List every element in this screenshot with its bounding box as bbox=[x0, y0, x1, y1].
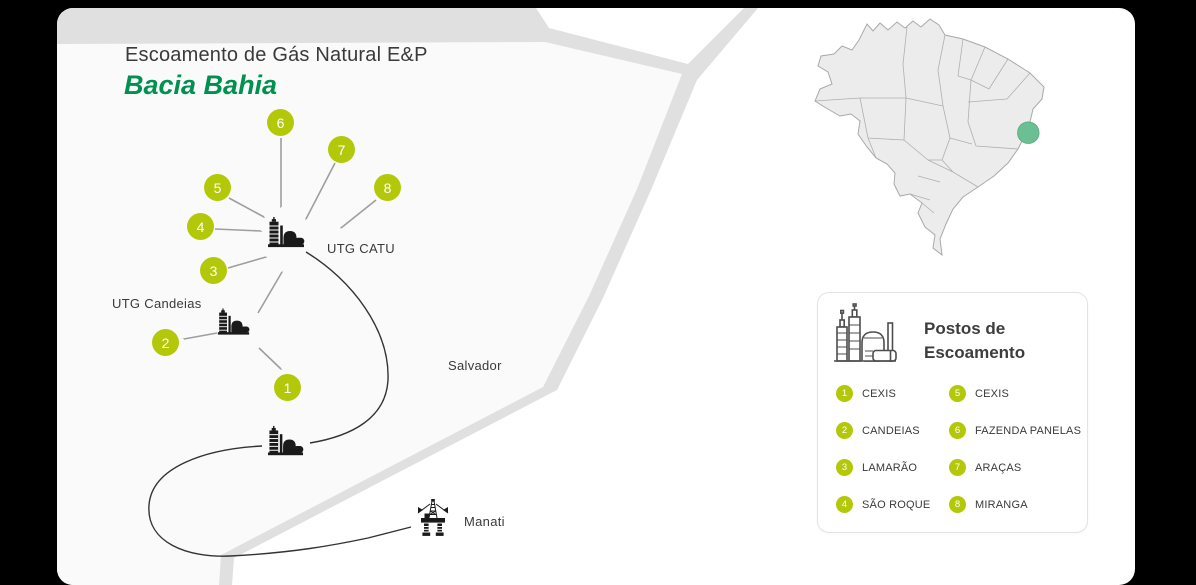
label-utg-catu: UTG CATU bbox=[327, 241, 395, 256]
station-number: 1 bbox=[283, 379, 292, 396]
station-number: 4 bbox=[196, 218, 205, 235]
station-marker-8: 8 bbox=[374, 174, 401, 201]
station-number: 2 bbox=[161, 334, 170, 351]
station-number: 8 bbox=[383, 179, 392, 196]
legend-item-3: 3 LAMARÃO bbox=[836, 449, 949, 486]
legend-item-label: ARAÇAS bbox=[975, 461, 1022, 474]
station-number: 5 bbox=[213, 179, 222, 196]
legend-item-label: CEXIS bbox=[975, 387, 1010, 400]
coast-band bbox=[57, 8, 758, 585]
flow-arrows bbox=[184, 138, 377, 369]
legend-item-label: SÃO ROQUE bbox=[862, 498, 931, 511]
bacia-bahia-marker bbox=[1017, 121, 1040, 144]
legend-item-label: MIRANGA bbox=[975, 498, 1028, 511]
legend-item-6: 6 FAZENDA PANELAS bbox=[949, 412, 1081, 449]
legend-item-number: 5 bbox=[949, 385, 966, 402]
label-utg-candeias: UTG Candeias bbox=[112, 296, 202, 311]
legend-item-number: 1 bbox=[836, 385, 853, 402]
gas-plant-icon-south-station bbox=[267, 425, 304, 456]
legend-item-5: 5 CEXIS bbox=[949, 375, 1081, 412]
station-number: 7 bbox=[337, 141, 346, 158]
station-marker-3: 3 bbox=[200, 257, 227, 284]
station-number: 6 bbox=[276, 114, 285, 131]
brazil-inset-map bbox=[814, 18, 1045, 257]
legend-item-number: 7 bbox=[949, 459, 966, 476]
map-card: Escoamento de Gás Natural E&P Bacia Bahi… bbox=[57, 8, 1135, 585]
legend-item-4: 4 SÃO ROQUE bbox=[836, 486, 949, 523]
legend-item-7: 7 ARAÇAS bbox=[949, 449, 1081, 486]
page-title: Escoamento de Gás Natural E&P bbox=[125, 44, 428, 66]
station-marker-1: 1 bbox=[274, 374, 301, 401]
gas-plant-icon-utg-catu bbox=[268, 217, 305, 248]
legend-item-8: 8 MIRANGA bbox=[949, 486, 1081, 523]
legend-item-label: FAZENDA PANELAS bbox=[975, 424, 1082, 437]
legend-item-number: 2 bbox=[836, 422, 853, 439]
legend-item-number: 3 bbox=[836, 459, 853, 476]
station-marker-2: 2 bbox=[152, 329, 179, 356]
station-marker-4: 4 bbox=[187, 213, 214, 240]
label-salvador: Salvador bbox=[448, 358, 502, 373]
brazil-state-borders bbox=[814, 26, 1031, 214]
legend-items: 1 CEXIS 2 CANDEIAS 3 LAMARÃO 4 SÃO ROQUE 5 CE… bbox=[836, 375, 1081, 523]
legend-item-number: 4 bbox=[836, 496, 853, 513]
legend-item-number: 6 bbox=[949, 422, 966, 439]
brazil-outline bbox=[814, 18, 1045, 257]
refinery-outline-icon bbox=[834, 303, 897, 362]
legend-item-number: 8 bbox=[949, 496, 966, 513]
legend-item-1: 1 CEXIS bbox=[836, 375, 949, 412]
gas-plant-icon-utg-candeias bbox=[217, 308, 250, 335]
page-subtitle: Bacia Bahia bbox=[124, 70, 278, 100]
legend-title-line1: Postos de bbox=[924, 319, 1006, 338]
legend-item-label: CANDEIAS bbox=[862, 424, 920, 437]
station-marker-7: 7 bbox=[328, 136, 355, 163]
pipeline-path bbox=[148, 251, 412, 557]
legend-title: Postos de Escoamento bbox=[924, 317, 1025, 365]
legend-item-label: LAMARÃO bbox=[862, 461, 918, 474]
legend-item-2: 2 CANDEIAS bbox=[836, 412, 949, 449]
offshore-platform-icon bbox=[417, 499, 449, 536]
label-manati: Manati bbox=[464, 514, 505, 529]
station-marker-6: 6 bbox=[267, 109, 294, 136]
station-marker-5: 5 bbox=[204, 174, 231, 201]
station-number: 3 bbox=[209, 262, 218, 279]
legend-title-line2: Escoamento bbox=[924, 343, 1026, 362]
legend-item-label: CEXIS bbox=[862, 387, 897, 400]
